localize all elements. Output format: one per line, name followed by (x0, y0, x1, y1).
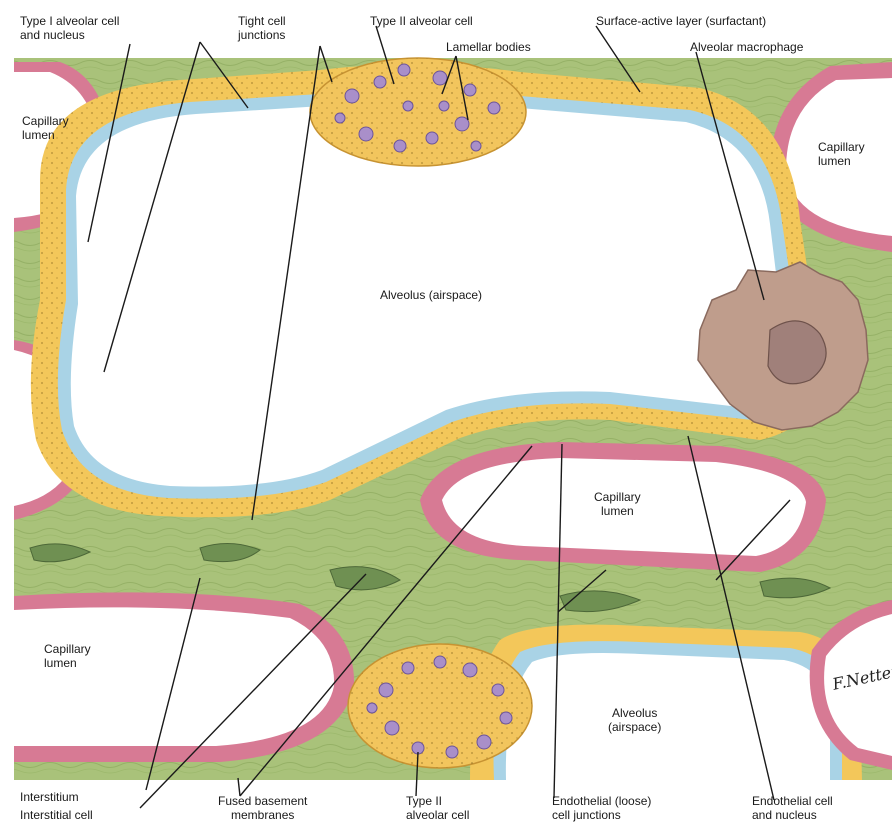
label-surfactant-layer: Surface-active layer (surfactant) (596, 14, 766, 28)
label-line: membranes (218, 808, 307, 822)
label-capillary-lumen-center: Capillary lumen (594, 490, 641, 518)
type2-cell-bottom (348, 644, 532, 768)
label-line: Capillary (44, 642, 91, 656)
label-line: Alveolar macrophage (690, 40, 803, 54)
label-line: Endothelial (loose) (552, 794, 651, 808)
label-line: Type I alveolar cell (20, 14, 119, 28)
label-alveolus-airspace-bottom: Alveolus (airspace) (608, 706, 661, 734)
label-line: lumen (22, 128, 69, 142)
label-line: junctions (238, 28, 286, 42)
label-line: Fused basement (218, 794, 307, 808)
label-line: Interstitium (20, 790, 79, 804)
label-capillary-lumen-bottom-left: Capillary lumen (44, 642, 91, 670)
label-line: lumen (44, 656, 91, 670)
label-line: Capillary (22, 114, 69, 128)
label-line: Tight cell (238, 14, 286, 28)
label-type1-alveolar-cell: Type I alveolar cell and nucleus (20, 14, 119, 42)
label-line: Capillary (818, 140, 865, 154)
label-line: Type II alveolar cell (370, 14, 473, 28)
label-line: (airspace) (608, 720, 661, 734)
label-line: lumen (818, 154, 865, 168)
label-line: Surface-active layer (surfactant) (596, 14, 766, 28)
label-line: alveolar cell (406, 808, 469, 822)
label-line: Alveolus (airspace) (380, 288, 482, 302)
capillary-bottom-left (14, 592, 354, 762)
label-fused-basement-membranes: Fused basement membranes (218, 794, 307, 822)
label-type2-alveolar-cell-bottom: Type II alveolar cell (406, 794, 469, 822)
label-type2-alveolar-cell-top: Type II alveolar cell (370, 14, 473, 28)
label-interstitial-cell: Interstitial cell (20, 808, 93, 822)
label-interstitium: Interstitium (20, 790, 79, 804)
label-line: lumen (594, 504, 641, 518)
label-alveolus-airspace-main: Alveolus (airspace) (380, 288, 482, 302)
label-alveolar-macrophage: Alveolar macrophage (690, 40, 803, 54)
type2-cell-top (310, 58, 526, 166)
label-line: and nucleus (20, 28, 119, 42)
label-line: Interstitial cell (20, 808, 93, 822)
label-capillary-lumen-top-right: Capillary lumen (818, 140, 865, 168)
label-line: Endothelial cell (752, 794, 833, 808)
label-line: Alveolus (608, 706, 661, 720)
label-line: Capillary (594, 490, 641, 504)
label-capillary-lumen-top-left: Capillary lumen (22, 114, 69, 142)
label-line: Type II (406, 794, 469, 808)
label-endothelial-cell-junctions: Endothelial (loose) cell junctions (552, 794, 651, 822)
label-lamellar-bodies: Lamellar bodies (446, 40, 531, 54)
label-line: cell junctions (552, 808, 651, 822)
label-endothelial-cell-nucleus: Endothelial cell and nucleus (752, 794, 833, 822)
label-tight-cell-junctions: Tight cell junctions (238, 14, 286, 42)
label-line: and nucleus (752, 808, 833, 822)
label-line: Lamellar bodies (446, 40, 531, 54)
